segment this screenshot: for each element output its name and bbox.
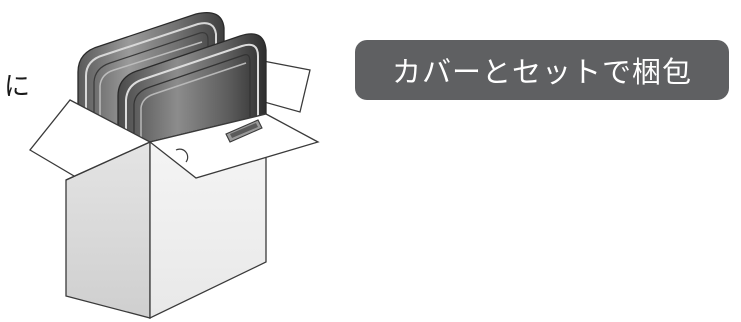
packaging-badge-label: カバーとセットで梱包 bbox=[392, 49, 692, 91]
packaging-badge: カバーとセットで梱包 bbox=[355, 40, 729, 100]
